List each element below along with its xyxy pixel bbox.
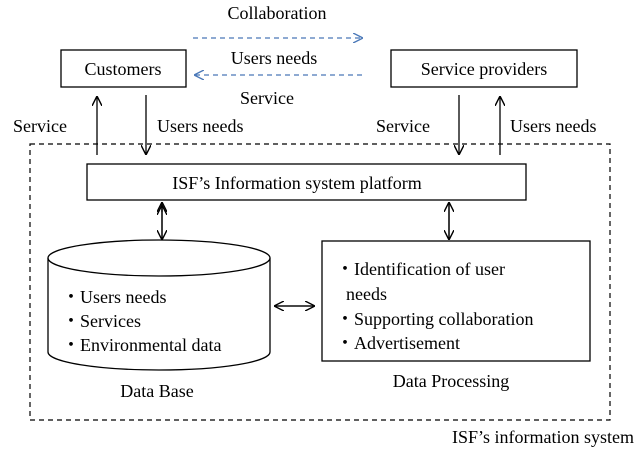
processing-item-identification-cont: needs — [346, 284, 387, 304]
database-item-services: ・Services — [62, 311, 141, 331]
top-users-needs-label: Users needs — [231, 48, 317, 68]
top-service-label: Service — [240, 88, 294, 108]
right-service-label: Service — [376, 116, 430, 136]
database-item-users-needs: ・Users needs — [62, 287, 166, 307]
processing-item-advertisement: ・Advertisement — [336, 333, 460, 353]
processing-item-collaboration: ・Supporting collaboration — [336, 309, 533, 329]
processing-box — [321, 240, 591, 362]
service-providers-box — [390, 49, 578, 88]
left-users-needs-label: Users needs — [157, 116, 243, 136]
platform-label: ISF’s Information system platform — [172, 173, 421, 193]
database-cylinder — [47, 239, 271, 371]
system-caption: ISF’s information system — [452, 427, 634, 447]
platform-box — [86, 163, 527, 201]
customers-label: Customers — [84, 59, 161, 79]
processing-caption: Data Processing — [393, 371, 509, 391]
database-caption: Data Base — [120, 381, 193, 401]
collaboration-label: Collaboration — [228, 3, 327, 23]
service-providers-label: Service providers — [421, 59, 547, 79]
system-boundary — [29, 143, 611, 421]
database-item-environmental-data: ・Environmental data — [62, 335, 221, 355]
customers-box — [60, 49, 187, 88]
right-users-needs-label: Users needs — [510, 116, 596, 136]
processing-item-identification: ・Identification of user — [336, 259, 505, 279]
left-service-label: Service — [13, 116, 67, 136]
